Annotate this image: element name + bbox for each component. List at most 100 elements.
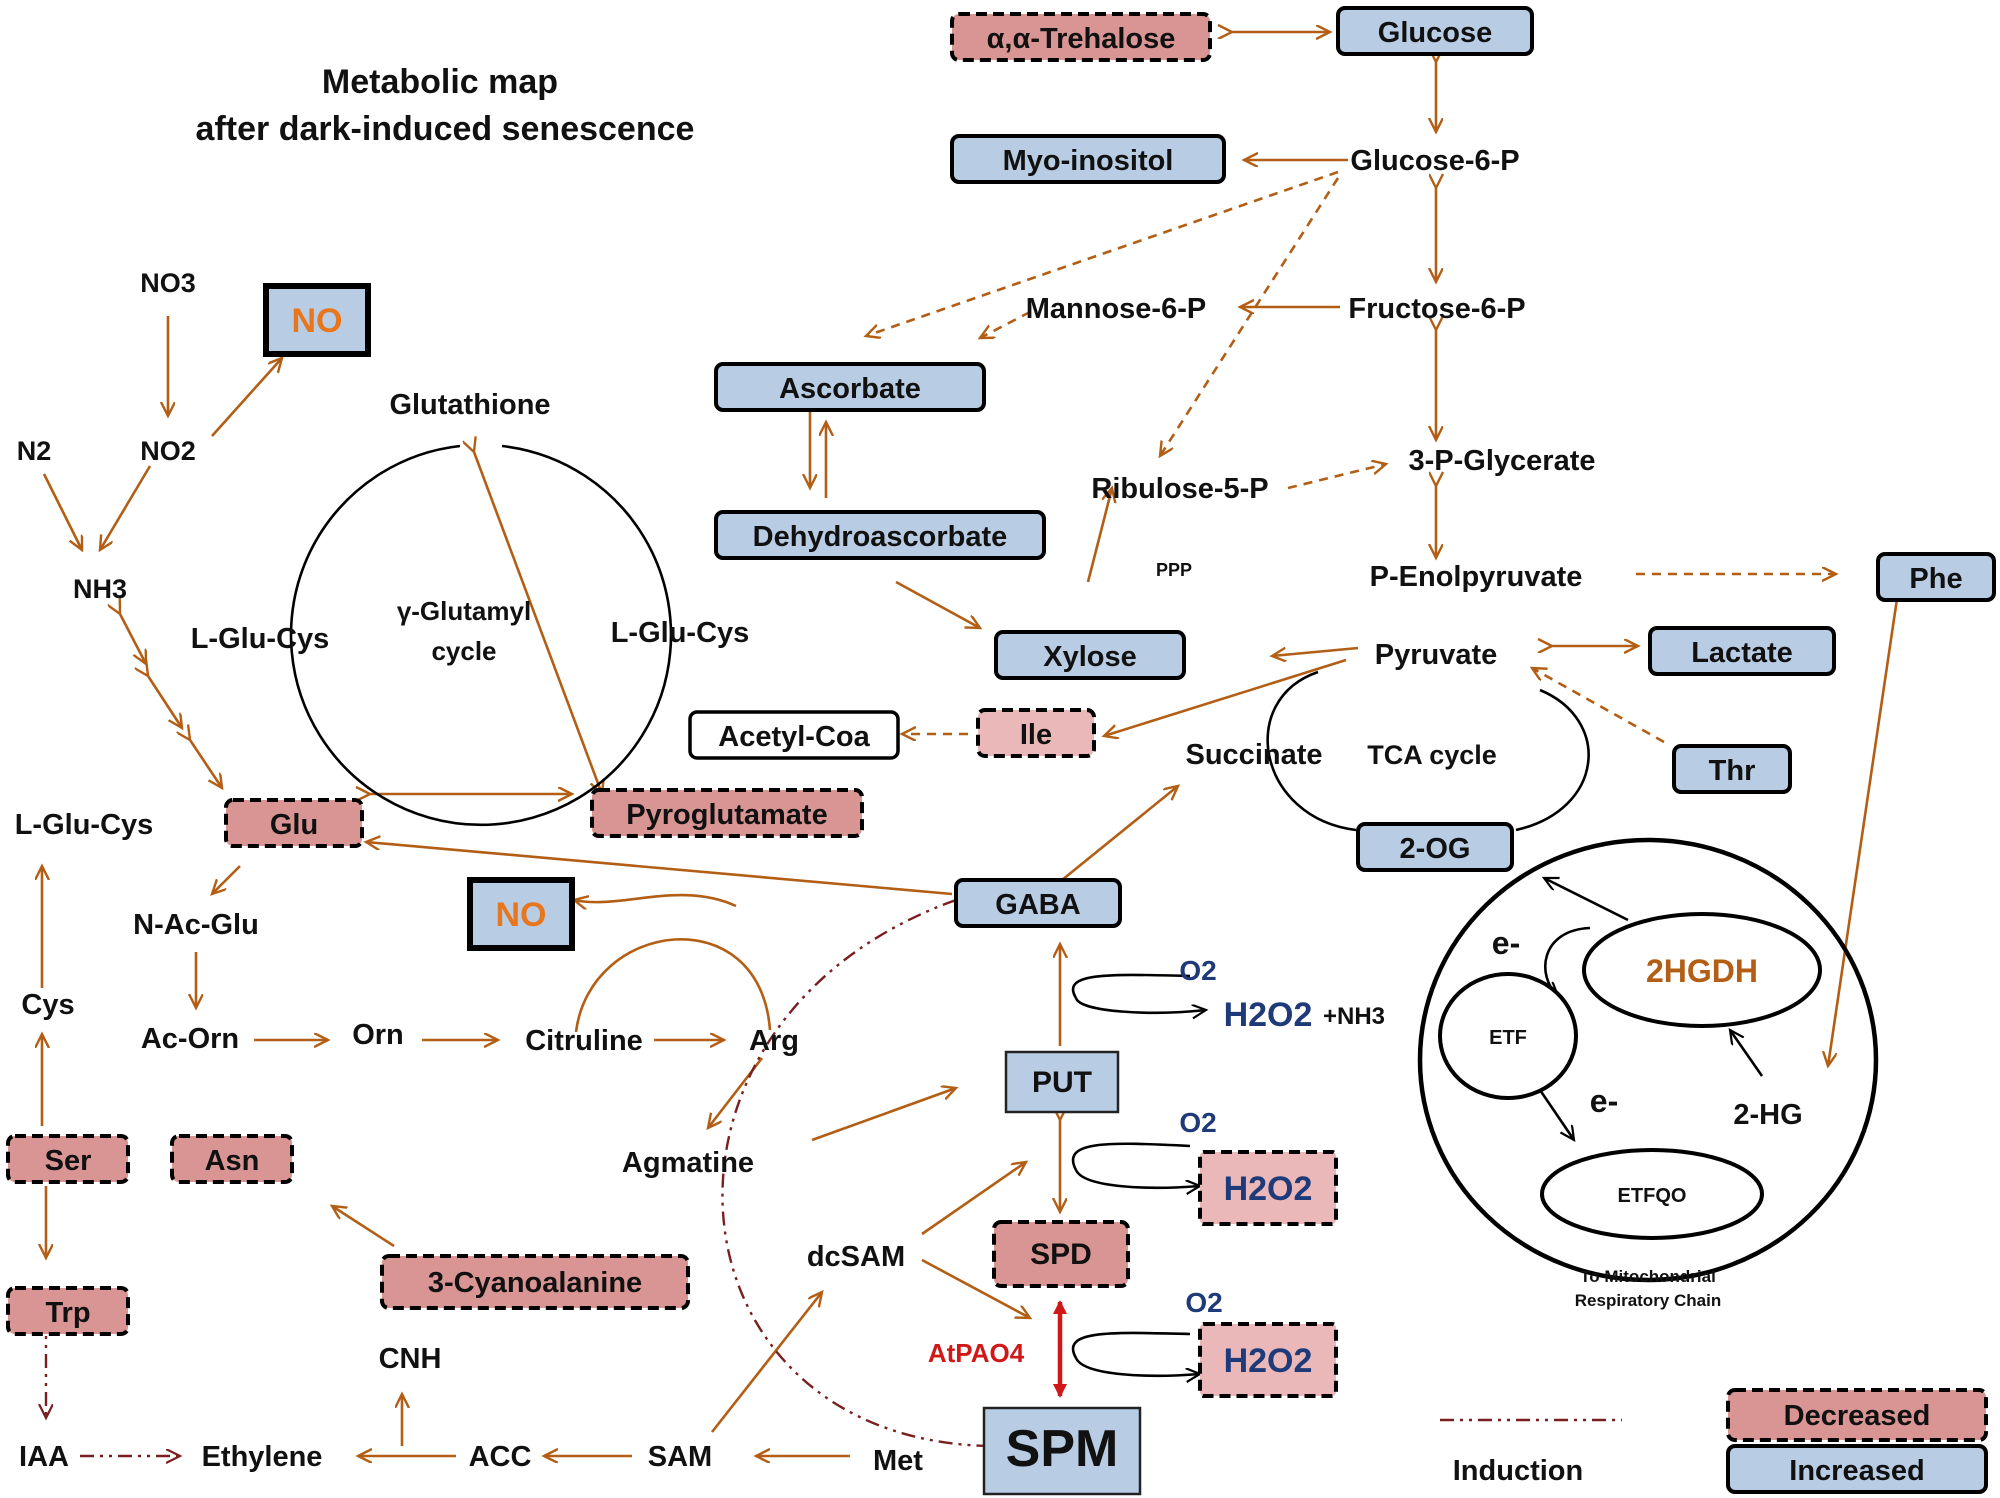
met-label: Met — [873, 1445, 923, 1477]
cyanoalanine-label: 3-Cyanoalanine — [428, 1267, 642, 1299]
e-minus-label-1: e- — [1492, 925, 1520, 961]
ser-box — [6, 1134, 130, 1184]
mito-label-1: To Mitochondrial — [1580, 1267, 1716, 1286]
orn-label: Orn — [352, 1019, 404, 1051]
ppp-label: PPP — [1156, 560, 1192, 580]
trp-label: Trp — [45, 1297, 90, 1329]
nh3-label: NH3 — [73, 574, 127, 604]
lactate-box — [1648, 626, 1836, 676]
mannose6p-label: Mannose-6-P — [1026, 293, 1206, 325]
no-top-label: NO — [292, 302, 343, 340]
h2o2-label-1: H2O2 — [1224, 996, 1313, 1034]
dcsam-label: dcSAM — [807, 1241, 905, 1273]
myo-inositol-box — [950, 134, 1226, 184]
cyanoalanine-box — [380, 1254, 690, 1310]
fructose6p-label: Fructose-6-P — [1348, 293, 1525, 325]
etf-label: ETF — [1489, 1027, 1527, 1049]
title-line-1: Metabolic map — [322, 63, 558, 101]
glucose-box — [1336, 6, 1534, 56]
glutathione-cycle-ring — [289, 444, 673, 827]
n2-label: N2 — [17, 436, 52, 466]
cys-label: Cys — [21, 989, 74, 1021]
pyruvate-label: Pyruvate — [1375, 639, 1498, 671]
lglucys-left-label: L-Glu-Cys — [191, 623, 330, 655]
o2-label-2: O2 — [1179, 1107, 1216, 1138]
spm-label: SPM — [1006, 1420, 1119, 1478]
atpao4-label: AtPAO4 — [928, 1338, 1025, 1368]
ascorbate-box — [714, 362, 986, 412]
title-line-2: after dark-induced senescence — [196, 110, 695, 148]
2og-box — [1356, 822, 1514, 872]
pyroglutamate-label: Pyroglutamate — [626, 799, 827, 831]
pyroglutamate-box — [590, 788, 864, 838]
no-mid-label: NO — [496, 896, 547, 934]
no-top-box — [263, 283, 371, 357]
ile-label: Ile — [1020, 719, 1052, 751]
no3-label: NO3 — [140, 268, 196, 298]
h2o2-box-2 — [1198, 1150, 1338, 1226]
legend-increased-swatch — [1726, 1444, 1988, 1494]
spm-box — [982, 1406, 1142, 1496]
glutathione-label: Glutathione — [389, 389, 550, 421]
node-labels: α,α-Trehalose Glucose Myo-inositol Gluco… — [15, 17, 1963, 1478]
glu-label: Glu — [270, 809, 318, 841]
legend-decreased-swatch — [1726, 1388, 1988, 1442]
pathway-arrows — [42, 32, 1900, 1456]
no2-label: NO2 — [140, 436, 196, 466]
acetylcoa-label: Acetyl-Coa — [718, 721, 870, 753]
myo-inositol-label: Myo-inositol — [1003, 145, 1174, 177]
legend-decreased-label: Decreased — [1784, 1400, 1931, 1432]
trp-box — [6, 1286, 130, 1336]
2hg-label: 2-HG — [1733, 1099, 1802, 1131]
glycerate3p-label: 3-P-Glycerate — [1409, 445, 1596, 477]
ascorbate-label: Ascorbate — [779, 373, 921, 405]
ethylene-label: Ethylene — [202, 1441, 323, 1473]
etfqo-protein — [1540, 1148, 1764, 1240]
ribulose5p-label: Ribulose-5-P — [1091, 473, 1268, 505]
e-minus-label-2: e- — [1590, 1083, 1618, 1119]
penolpyruvate-label: P-Enolpyruvate — [1370, 561, 1583, 593]
arg-label: Arg — [749, 1025, 799, 1057]
nacglu-label: N-Ac-Glu — [133, 909, 259, 941]
no-mid-box — [467, 877, 575, 951]
cnh-label: CNH — [379, 1343, 442, 1375]
legend-induction-label: Induction — [1453, 1455, 1583, 1487]
o2-label-3: O2 — [1185, 1287, 1222, 1318]
gaba-box — [954, 878, 1122, 928]
gamma-cycle-label-2: cycle — [431, 636, 496, 666]
spd-box — [992, 1220, 1130, 1288]
put-label: PUT — [1032, 1066, 1092, 1099]
gaba-label: GABA — [995, 889, 1080, 921]
glucose-label: Glucose — [1378, 17, 1492, 49]
legend: Induction Decreased Increased — [1440, 1388, 1988, 1494]
dehydroascorbate-box — [714, 510, 1046, 560]
h2o2-box-3 — [1198, 1322, 1338, 1398]
ile-box — [976, 708, 1096, 758]
lactate-label: Lactate — [1691, 637, 1793, 669]
tca-cycle-ring — [1266, 670, 1590, 832]
tca-label: TCA cycle — [1367, 740, 1497, 770]
etfqo-label: ETFQO — [1618, 1185, 1687, 1207]
asn-label: Asn — [205, 1145, 260, 1177]
acc-label: ACC — [469, 1441, 532, 1473]
phe-label: Phe — [1909, 563, 1962, 595]
acorn-label: Ac-Orn — [141, 1023, 239, 1055]
h2o2-label-3: H2O2 — [1224, 1342, 1313, 1380]
asn-box — [170, 1134, 294, 1184]
put-box — [1004, 1050, 1120, 1114]
xylose-label: Xylose — [1043, 641, 1137, 673]
succinate-label: Succinate — [1186, 739, 1323, 771]
node-boxes — [6, 6, 1996, 1496]
mito-label-2: Respiratory Chain — [1575, 1291, 1721, 1310]
acetylcoa-box — [688, 710, 900, 760]
2hgdh-label: 2HGDH — [1646, 953, 1758, 989]
nh3-plus-label: +NH3 — [1323, 1003, 1385, 1030]
h2o2-label-2: H2O2 — [1224, 1170, 1313, 1208]
spd-label: SPD — [1030, 1238, 1092, 1271]
citruline-label: Citruline — [525, 1025, 643, 1057]
phe-box — [1876, 552, 1996, 602]
trehalose-label: α,α-Trehalose — [987, 23, 1176, 55]
agmatine-label: Agmatine — [622, 1147, 754, 1179]
thr-box — [1672, 744, 1792, 794]
